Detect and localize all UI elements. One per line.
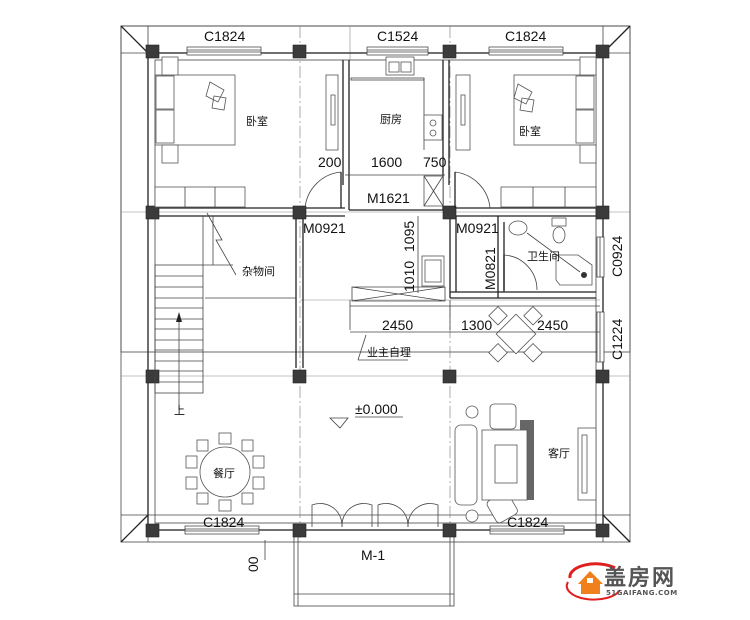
dimension-lines xyxy=(264,174,600,560)
window-label-top-mid: C1524 xyxy=(377,28,418,44)
room-label-bedroom-left: 卧室 xyxy=(246,114,268,128)
door-label-right-bedroom: M0921 xyxy=(456,220,499,236)
house-logo-icon xyxy=(565,562,621,601)
bathroom-fixtures xyxy=(508,217,593,286)
columns xyxy=(145,44,610,538)
window-label-dining: C1224 xyxy=(609,319,625,360)
window-label-bottom-left: C1824 xyxy=(203,514,244,530)
dimension-2450-left: 2450 xyxy=(382,317,413,333)
room-label-living: 客厅 xyxy=(548,446,570,460)
door-label-kitchen: M1621 xyxy=(367,190,410,206)
window-label-bottom-right: C1824 xyxy=(507,514,548,530)
door-swings xyxy=(304,171,538,528)
watermark-logo: 盖房网 51GAIFANG.COM xyxy=(562,560,722,600)
watermark-brand: 盖房网 xyxy=(604,566,677,591)
elevation-label: ±0.000 xyxy=(355,401,398,417)
dimension-bottom-partial: 00 xyxy=(245,556,261,572)
window-label-top-right: C1824 xyxy=(505,28,546,44)
staircase[interactable] xyxy=(154,212,237,410)
watermark-url: 51GAIFANG.COM xyxy=(606,589,678,597)
window-label-bath: C0924 xyxy=(609,236,625,277)
dimension-750: 750 xyxy=(423,154,447,170)
dimension-200: 200 xyxy=(318,154,342,170)
room-label-dining: 餐厅 xyxy=(213,466,235,480)
round-dining-table xyxy=(185,432,265,512)
door-label-main-entry: M-1 xyxy=(361,547,385,563)
dining-table-square xyxy=(488,305,543,363)
room-label-bathroom: 卫生间 xyxy=(527,249,560,263)
room-label-kitchen: 厨房 xyxy=(380,113,402,126)
dimension-1300: 1300 xyxy=(461,317,492,333)
dimension-1600: 1600 xyxy=(371,154,402,170)
elevation-marker xyxy=(329,416,403,429)
kitchen-fixtures xyxy=(350,56,444,207)
grid-axes xyxy=(121,26,630,542)
owner-note-label: 业主自理 xyxy=(367,346,411,359)
bed-right xyxy=(455,56,597,208)
door-label-left-bedroom: M0921 xyxy=(303,220,346,236)
dimension-2450-right: 2450 xyxy=(537,317,568,333)
stair-up-label: 上 xyxy=(174,404,185,417)
room-label-bedroom-right: 卧室 xyxy=(519,124,541,138)
dimension-1095: 1095 xyxy=(401,221,417,252)
window-label-top-left: C1824 xyxy=(204,28,245,44)
windows xyxy=(184,46,605,535)
dimension-1010: 1010 xyxy=(401,261,417,292)
living-room-sofa xyxy=(454,403,597,524)
room-label-storage: 杂物间 xyxy=(242,264,275,278)
door-label-bathroom: M0821 xyxy=(482,247,498,290)
bed-left xyxy=(154,56,339,208)
fridge xyxy=(351,255,446,302)
